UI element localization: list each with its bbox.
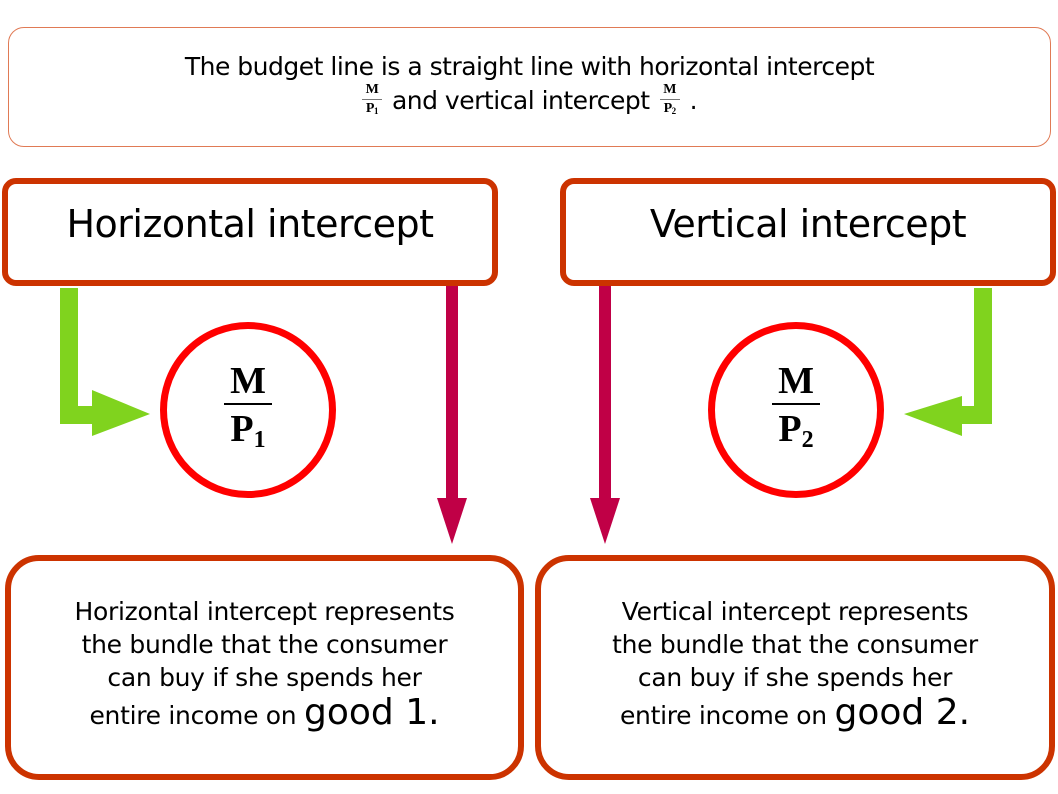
green-arrow-right bbox=[904, 288, 992, 436]
fraction-bar bbox=[224, 402, 272, 405]
summary-frac2-denominator: P2 bbox=[663, 101, 677, 116]
vertical-intercept-description: Vertical intercept represents the bundle… bbox=[541, 595, 1049, 732]
summary-box: The budget line is a straight line with … bbox=[8, 27, 1051, 147]
horizontal-intercept-heading-box: Horizontal intercept bbox=[2, 178, 498, 286]
summary-fraction-m-p1: M P1 bbox=[361, 82, 382, 119]
formula-m-over-p2: M P2 bbox=[772, 361, 820, 460]
summary-line-1: The budget line is a straight line with … bbox=[184, 52, 875, 81]
summary-frac2-numerator: M bbox=[663, 82, 676, 97]
desc-line: the bundle that the consumer bbox=[612, 630, 978, 659]
summary-frac1-numerator: M bbox=[365, 82, 379, 97]
vertical-intercept-description-box: Vertical intercept represents the bundle… bbox=[535, 555, 1055, 780]
horizontal-intercept-heading: Horizontal intercept bbox=[66, 202, 434, 246]
horizontal-intercept-description: Horizontal intercept represents the bund… bbox=[11, 595, 518, 732]
formula-circle-m-over-p2: M P2 bbox=[708, 322, 884, 498]
summary-middle-text: and vertical intercept bbox=[391, 86, 650, 115]
crimson-arrow-right bbox=[590, 286, 620, 544]
green-arrow-left bbox=[60, 288, 150, 436]
vertical-intercept-heading-box: Vertical intercept bbox=[560, 178, 1056, 286]
summary-fraction-m-p2: M P2 bbox=[659, 82, 680, 119]
summary-frac1-denominator: P1 bbox=[365, 101, 379, 116]
fraction-bar bbox=[659, 99, 680, 100]
desc-line: entire income on good 2. bbox=[619, 692, 971, 733]
fraction-bar bbox=[361, 99, 382, 100]
summary-end-punct: . bbox=[689, 86, 698, 115]
desc-line: entire income on good 1. bbox=[89, 692, 440, 733]
formula-numerator: M bbox=[778, 359, 814, 402]
formula-denominator: P2 bbox=[778, 407, 814, 453]
horizontal-intercept-description-box: Horizontal intercept represents the bund… bbox=[5, 555, 524, 780]
desc-line: can buy if she spends her bbox=[637, 663, 953, 692]
vertical-intercept-heading: Vertical intercept bbox=[649, 202, 967, 246]
desc-line: can buy if she spends her bbox=[107, 663, 422, 692]
formula-numerator: M bbox=[230, 359, 266, 402]
desc-line: Horizontal intercept represents bbox=[74, 597, 455, 626]
formula-m-over-p1: M P1 bbox=[224, 361, 272, 460]
formula-circle-m-over-p1: M P1 bbox=[160, 322, 336, 498]
good-2-emphasis: good 2. bbox=[834, 692, 971, 733]
desc-line: Vertical intercept represents bbox=[621, 597, 969, 626]
good-1-emphasis: good 1. bbox=[304, 692, 440, 733]
fraction-bar bbox=[772, 402, 820, 405]
desc-line: the bundle that the consumer bbox=[81, 630, 448, 659]
formula-denominator: P1 bbox=[230, 407, 266, 453]
summary-line-2: M P1 and vertical intercept M P2 . bbox=[9, 82, 1050, 119]
crimson-arrow-left bbox=[437, 286, 467, 544]
